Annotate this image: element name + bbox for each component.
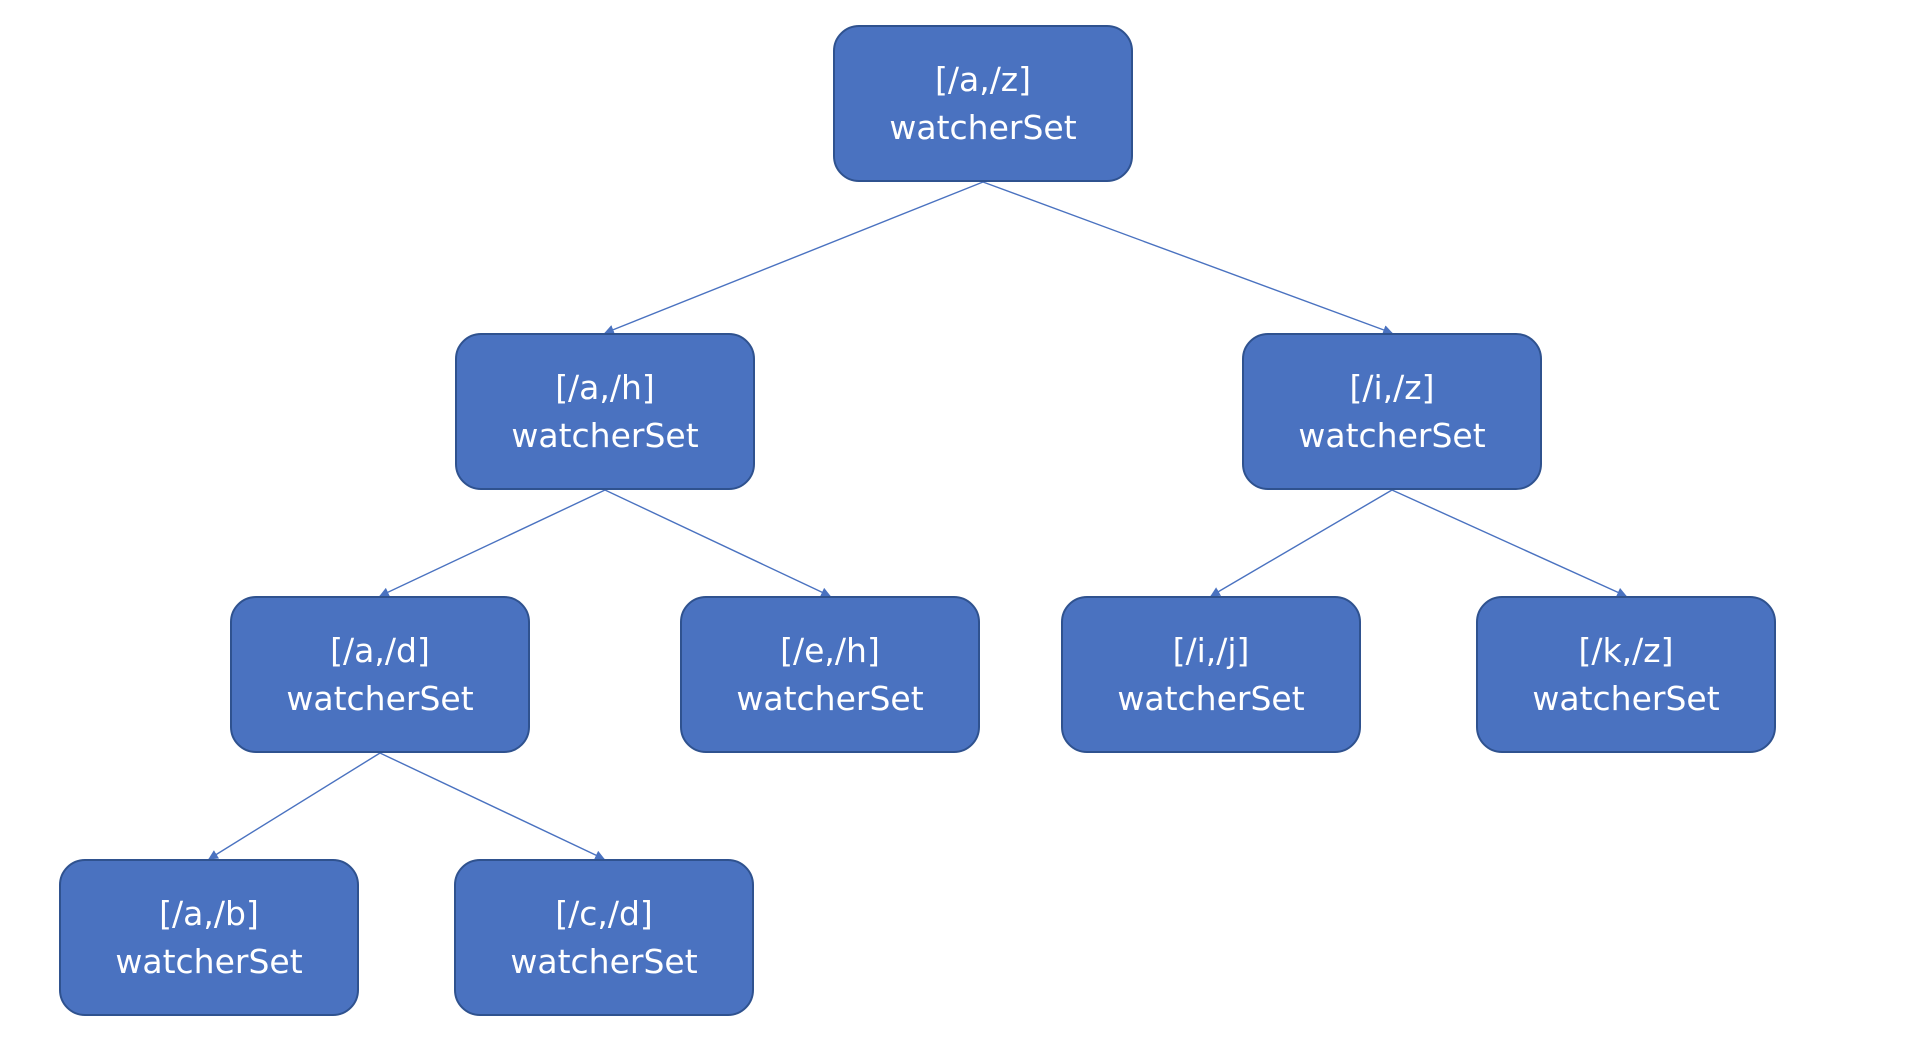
edge-ad-to-cd [379,752,605,860]
node-label: watcherSet [1117,678,1305,718]
node-label: watcherSet [736,678,924,718]
node-label: watcherSet [1298,415,1486,455]
node-label: watcherSet [115,941,303,981]
node-range: [/i,/z] [1349,367,1435,407]
node-label: watcherSet [510,941,698,981]
edge-iz-to-ij [1210,489,1393,597]
node-range: [/e,/h] [780,630,880,670]
edge-ah-to-ad [379,489,606,597]
edge-root-to-iz [982,181,1393,335]
node-c-d: [/c,/d] watcherSet [454,859,754,1016]
node-k-z: [/k,/z] watcherSet [1476,596,1776,753]
node-label: watcherSet [511,415,699,455]
node-i-z: [/i,/z] watcherSet [1242,333,1542,490]
edge-ad-to-ab [208,752,381,860]
node-label: watcherSet [286,678,474,718]
node-range: [/a,/d] [330,630,430,670]
node-i-j: [/i,/j] watcherSet [1061,596,1361,753]
node-label: watcherSet [889,107,1077,147]
edge-root-to-ah [604,181,984,335]
node-range: [/a,/b] [159,893,259,933]
node-a-z: [/a,/z] watcherSet [833,25,1133,182]
node-range: [/k,/z] [1578,630,1674,670]
node-range: [/i,/j] [1172,630,1250,670]
node-range: [/a,/z] [934,59,1032,99]
node-e-h: [/e,/h] watcherSet [680,596,980,753]
node-a-h: [/a,/h] watcherSet [455,333,755,490]
edge-ah-to-eh [604,489,831,597]
node-a-d: [/a,/d] watcherSet [230,596,530,753]
node-label: watcherSet [1532,678,1720,718]
node-range: [/a,/h] [555,367,655,407]
node-a-b: [/a,/b] watcherSet [59,859,359,1016]
edge-iz-to-kz [1391,489,1627,597]
node-range: [/c,/d] [555,893,653,933]
